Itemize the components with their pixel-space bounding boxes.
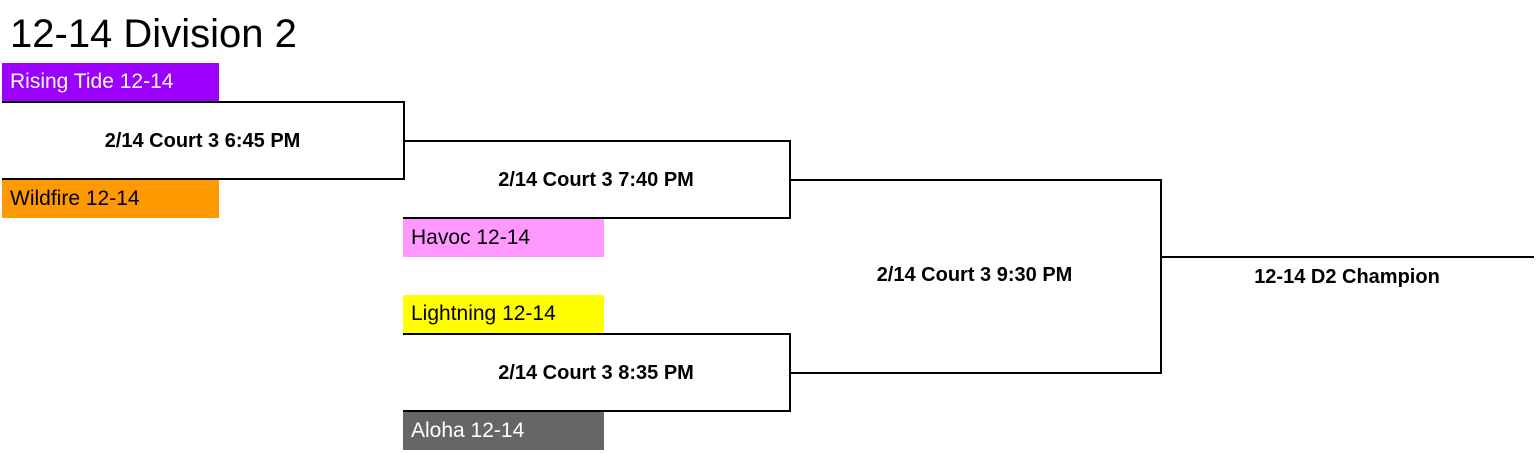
team-rising-tide: Rising Tide 12-14 — [2, 63, 219, 101]
bracket-line — [403, 217, 791, 219]
bracket-line — [789, 372, 1162, 374]
game-label-semifinal-2: 2/14 Court 3 8:35 PM — [498, 362, 694, 384]
team-lightning: Lightning 12-14 — [403, 295, 604, 333]
team-wildfire: Wildfire 12-14 — [2, 180, 219, 218]
team-aloha: Aloha 12-14 — [403, 412, 604, 450]
team-havoc: Havoc 12-14 — [403, 219, 604, 257]
bracket-line — [2, 178, 405, 180]
bracket-line — [403, 410, 791, 412]
bracket-line — [2, 101, 405, 103]
game-label-semifinal-1: 2/14 Court 3 7:40 PM — [498, 169, 694, 191]
bracket-line — [1160, 256, 1534, 258]
bracket-line — [1160, 179, 1162, 374]
champion-label: 12-14 D2 Champion — [1254, 266, 1440, 288]
bracket-line — [403, 140, 791, 142]
bracket-title: 12-14 Division 2 — [10, 12, 297, 56]
game-label-final: 2/14 Court 3 9:30 PM — [876, 264, 1073, 286]
bracket-line — [789, 179, 1162, 181]
game-label-round1: 2/14 Court 3 6:45 PM — [104, 130, 301, 152]
bracket-line — [403, 333, 791, 335]
